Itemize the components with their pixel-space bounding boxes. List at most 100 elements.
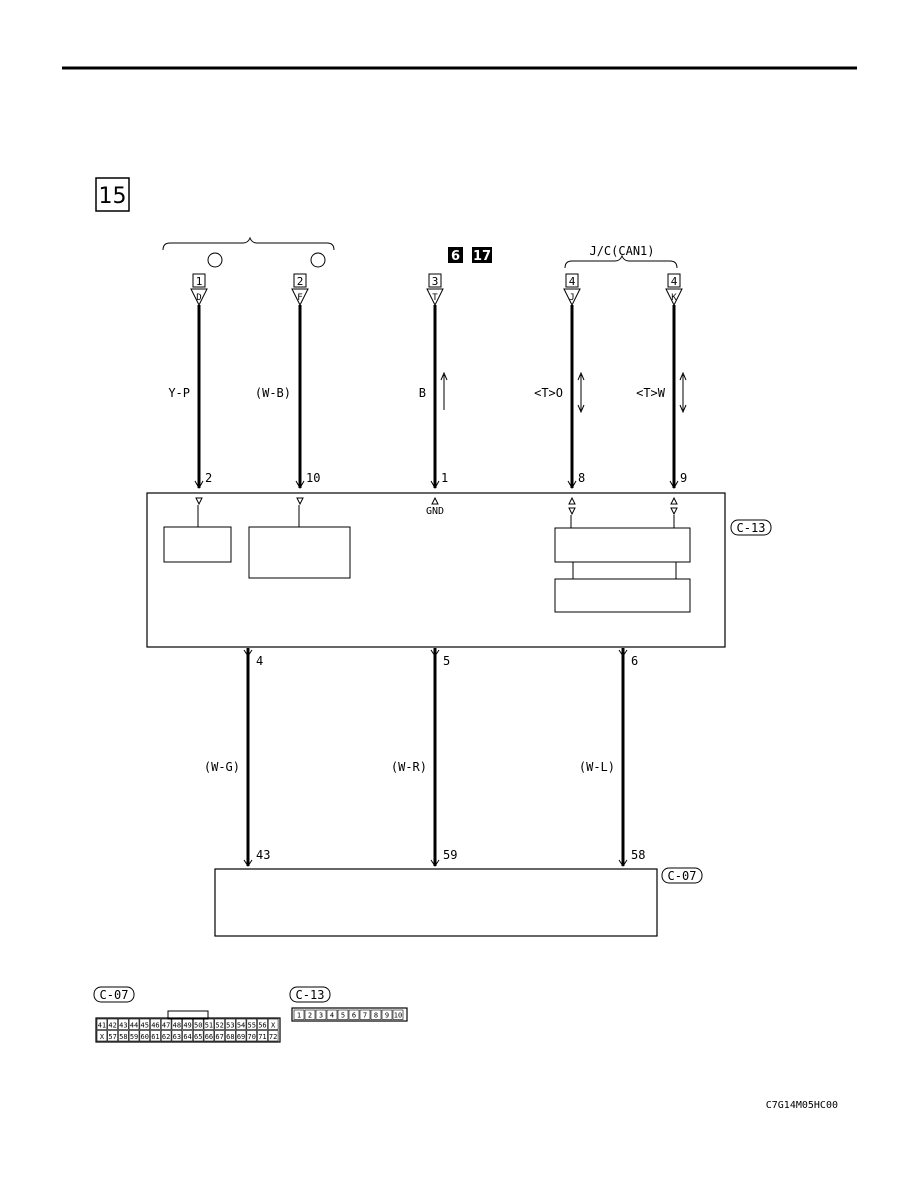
c07-pin-cell <box>160 1018 172 1030</box>
c07-pin-cell <box>128 1018 140 1030</box>
c13-pin-cell <box>315 1009 327 1020</box>
c07-pin-number: 72 <box>269 1033 277 1041</box>
pin-number: 4 <box>256 654 263 668</box>
wire-color-label: (W-L) <box>579 760 615 774</box>
connector-letter: K <box>671 293 677 303</box>
c07-pin-number: 46 <box>151 1021 159 1029</box>
c13-pin-cell <box>304 1009 316 1020</box>
c13-pin-number: 5 <box>341 1012 345 1020</box>
pin-fork-icon <box>243 859 253 867</box>
c07-pin-cell <box>171 1018 183 1030</box>
c07-pin-number: 48 <box>173 1021 181 1029</box>
c07-pin-number: 43 <box>119 1021 127 1029</box>
svg-text:C-13: C-13 <box>296 988 325 1002</box>
page-number-box <box>95 177 130 212</box>
c07-pin-number: 54 <box>237 1021 245 1029</box>
c07-tag: C-07 <box>661 867 703 884</box>
c07-pin-number: 69 <box>237 1033 245 1041</box>
c07-pin-cell <box>193 1018 204 1030</box>
c07-pin-number: 41 <box>98 1021 106 1029</box>
c07-pin-cell <box>182 1018 193 1030</box>
c07-pin-number: 71 <box>258 1033 266 1041</box>
wire-color-label: <T>O <box>534 386 563 400</box>
connector-number-box <box>428 273 442 288</box>
c13-pin-cell <box>293 1009 305 1020</box>
c07-pin-number: 68 <box>226 1033 234 1041</box>
reference-icon-17: 17 <box>472 247 492 264</box>
c07-pin-number: 49 <box>183 1021 191 1029</box>
can-controller-block <box>554 578 691 613</box>
c13-pin-number: 8 <box>374 1012 378 1020</box>
connector-number-box <box>293 273 307 288</box>
pin-number: 9 <box>680 471 687 485</box>
c07-pin-cell <box>193 1030 204 1042</box>
c07-pin-cell <box>203 1030 215 1042</box>
c07-pin-number: 63 <box>173 1033 181 1041</box>
pin-number: 43 <box>256 848 270 862</box>
c07-pin-cell <box>171 1030 183 1042</box>
figure-code: C7G14M05HC00 <box>766 1100 838 1111</box>
top-connector-2: 2F(W-B)10 <box>255 273 320 506</box>
c07-face-label: C-07 <box>93 986 135 1003</box>
c07-pin-cell <box>139 1018 151 1030</box>
c07-pin-number: 57 <box>108 1033 116 1041</box>
pin-number: 6 <box>631 654 638 668</box>
pin-fork-icon <box>618 649 628 657</box>
pin-fork-icon <box>194 480 204 490</box>
c07-pin-cell <box>96 1030 108 1042</box>
c07-pin-cell <box>150 1018 161 1030</box>
c07-pin-number: X <box>100 1033 105 1041</box>
pin-fork-icon <box>430 859 440 867</box>
c07-pin-number: 70 <box>248 1033 256 1041</box>
c07-pin-cell <box>246 1018 258 1030</box>
c07-pin-number: 64 <box>183 1033 191 1041</box>
gnd-label: GND <box>426 506 444 517</box>
connector-number: 4 <box>671 275 678 288</box>
internal-block-2 <box>248 526 351 579</box>
connector-letter: F <box>297 293 302 303</box>
bidirectional-pin-icon <box>568 496 576 505</box>
c07-pin-cell <box>96 1018 108 1030</box>
junction-triangle-icon <box>426 288 444 307</box>
c07-pin-cell <box>118 1030 129 1042</box>
c07-pin-cell <box>128 1030 140 1042</box>
reference-icon-6: 6 <box>448 247 463 264</box>
c13-pin-cell <box>381 1009 393 1020</box>
c13-pin-number: 1 <box>297 1012 301 1020</box>
c13-pin-number: 10 <box>394 1012 402 1020</box>
c07-pin-cell <box>257 1030 268 1042</box>
wire-color-label: (W-R) <box>391 760 427 774</box>
c07-pin-cell <box>107 1018 118 1030</box>
svg-text:C-07: C-07 <box>668 869 697 883</box>
pin-number: 58 <box>631 848 645 862</box>
pin-fork-icon <box>430 480 440 490</box>
c13-pin-cell <box>392 1009 404 1020</box>
c13-tag: C-13 <box>730 519 772 536</box>
c07-pin-number: 56 <box>258 1021 266 1029</box>
c07-pin-number: 58 <box>119 1033 127 1041</box>
junction-triangle-icon <box>190 288 208 307</box>
c07-pin-cell <box>225 1030 236 1042</box>
bidirectional-pin-icon <box>670 496 678 505</box>
svg-text:C-13: C-13 <box>737 521 766 535</box>
connector-number: 3 <box>432 275 439 288</box>
c07-pin-number: X <box>271 1021 276 1029</box>
top-connector-5: 4K<T>W9 <box>636 273 687 516</box>
c07-pin-number: 65 <box>194 1033 202 1041</box>
c07-pin-cell <box>246 1030 258 1042</box>
pin-number: 10 <box>306 471 320 485</box>
c13-pin-cell <box>337 1009 349 1020</box>
c07-pin-cell <box>182 1030 193 1042</box>
jc-can1-label: J/C(CAN1) <box>589 244 654 258</box>
pin-fork-icon <box>243 649 253 657</box>
c07-pin-cell <box>139 1030 151 1042</box>
c07-pin-number: 55 <box>248 1021 256 1029</box>
c07-pin-number: 42 <box>108 1021 116 1029</box>
c07-pin-cell <box>214 1030 225 1042</box>
pin-number: 8 <box>578 471 585 485</box>
c07-pin-cell <box>118 1018 129 1030</box>
c13-pin-number: 7 <box>363 1012 367 1020</box>
